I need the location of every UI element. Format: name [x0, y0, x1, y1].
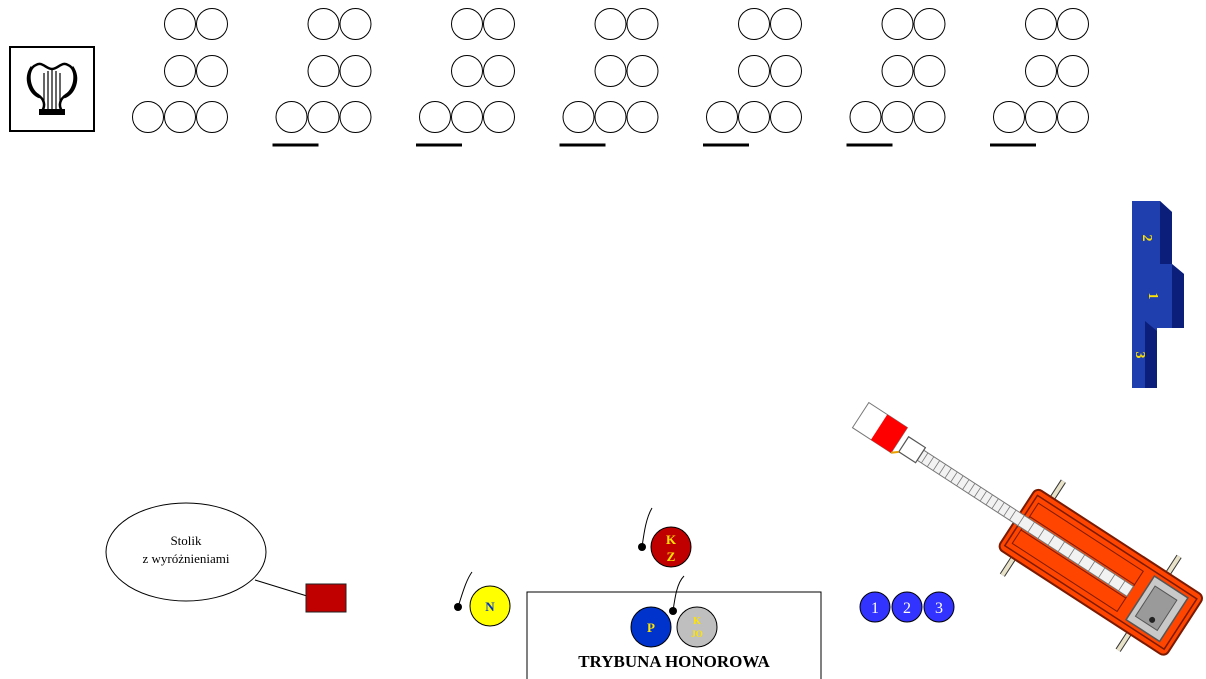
numbered-circle-3-label: 3	[935, 600, 943, 617]
formation-member	[594, 8, 627, 40]
person-kz-top: K	[666, 532, 677, 547]
formation-member	[1025, 101, 1057, 133]
formation-group	[272, 8, 372, 147]
awards-table	[305, 583, 347, 613]
person-kz: K Z	[650, 526, 692, 568]
formation-member	[913, 101, 946, 133]
formation-member	[451, 8, 483, 40]
microphone-icon	[454, 571, 473, 611]
formation-member	[594, 55, 627, 87]
flag-icon	[851, 401, 909, 454]
numbered-circle-2: 2	[891, 591, 923, 623]
table-callout: Stolik z wyróżnieniami	[105, 502, 308, 602]
formation-member	[913, 8, 946, 40]
formation-member	[196, 55, 228, 87]
formation-member	[164, 101, 196, 133]
formation-member	[1025, 55, 1057, 87]
formation-member	[339, 55, 372, 87]
formation-member	[307, 8, 340, 40]
formation-member	[993, 101, 1025, 133]
person-n: N	[469, 585, 511, 627]
podium-place-1: 1	[1145, 293, 1160, 300]
fire-truck-icon	[851, 401, 1203, 656]
formation-member	[483, 8, 515, 40]
tribune-label: TRYBUNA HONOROWA	[578, 652, 770, 671]
formation-member	[706, 101, 738, 133]
podium-place-3: 3	[1132, 352, 1147, 359]
lyre-icon	[26, 62, 78, 115]
formation-member	[483, 101, 515, 133]
formation-member	[626, 55, 659, 87]
formation-member	[164, 55, 196, 87]
person-kz-bottom: Z	[667, 549, 676, 564]
formation-member	[1057, 8, 1089, 40]
formation-member	[307, 55, 340, 87]
formation-member	[770, 8, 802, 40]
podium-place-2: 2	[1139, 235, 1154, 242]
formation-member	[1057, 55, 1089, 87]
formation-member	[132, 101, 164, 133]
formation-member	[1025, 8, 1057, 40]
formation-group	[846, 8, 946, 147]
person-kjo-bottom: JO	[691, 629, 703, 639]
podium: 2 1 3	[1132, 201, 1184, 388]
formation-member	[451, 101, 483, 133]
formation-member	[419, 101, 451, 133]
person-n-label: N	[485, 599, 495, 614]
callout-line-2: z wyróżnieniami	[143, 551, 230, 566]
formation-group	[703, 8, 802, 147]
formation-groups	[132, 8, 1089, 147]
numbered-circle-3: 3	[923, 591, 955, 623]
formation-member	[738, 101, 770, 133]
person-p: P	[630, 606, 672, 648]
callout-line-1: Stolik	[170, 533, 202, 548]
formation-member	[307, 101, 340, 133]
formation-member	[339, 101, 372, 133]
formation-group	[559, 8, 659, 147]
formation-member	[1057, 101, 1089, 133]
person-kjo-top: K	[693, 616, 701, 627]
formation-member	[339, 8, 372, 40]
formation-member	[196, 8, 228, 40]
numbered-circle-1: 1	[859, 591, 891, 623]
formation-member	[770, 101, 802, 133]
formation-member	[483, 55, 515, 87]
formation-member	[849, 101, 882, 133]
formation-member	[562, 101, 595, 133]
formation-member	[738, 8, 770, 40]
formation-member	[275, 101, 308, 133]
formation-member	[738, 55, 770, 87]
formation-member	[164, 8, 196, 40]
formation-member	[196, 101, 228, 133]
band-box	[9, 46, 95, 132]
person-kjo: K JO	[676, 606, 718, 648]
formation-group	[132, 8, 228, 133]
formation-member	[451, 55, 483, 87]
numbered-circle-2-label: 2	[903, 600, 911, 617]
microphone-icon	[638, 507, 653, 551]
person-p-label: P	[647, 620, 655, 635]
formation-member	[881, 8, 914, 40]
formation-member	[594, 101, 627, 133]
formation-member	[881, 101, 914, 133]
formation-member	[626, 101, 659, 133]
formation-member	[626, 8, 659, 40]
microphone-icon	[669, 575, 685, 615]
formation-member	[913, 55, 946, 87]
formation-group	[990, 8, 1089, 147]
numbered-circle-1-label: 1	[871, 600, 879, 617]
formation-member	[770, 55, 802, 87]
formation-group	[416, 8, 515, 147]
formation-member	[881, 55, 914, 87]
